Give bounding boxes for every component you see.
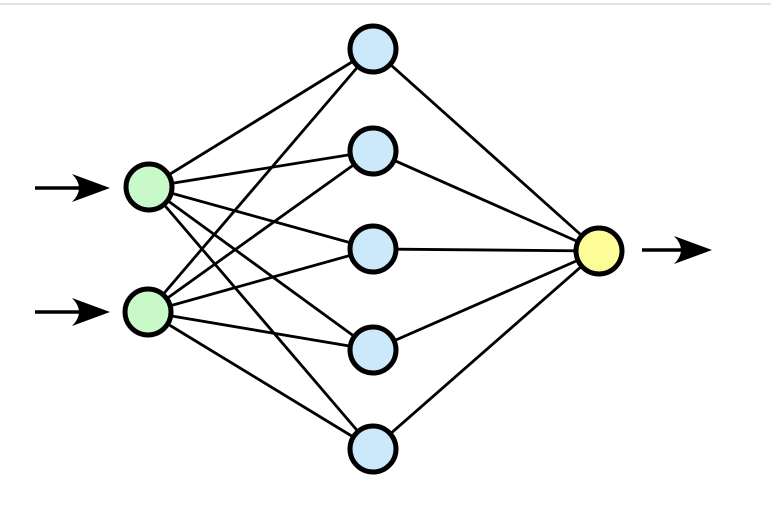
input-arrow-1-head [72,174,110,202]
output-arrow-head [674,236,712,264]
edge-input-2-to-hidden-1 [146,48,375,313]
input-node-1 [123,161,175,213]
edge-input-1-to-hidden-5 [147,186,375,450]
edge-hidden-4-to-output-1 [372,249,600,352]
edge-input-2-to-hidden-3 [147,247,374,314]
hidden-node-2 [347,125,399,177]
edge-hidden-1-to-output-1 [372,47,600,253]
edge-input-1-to-hidden-3 [148,185,374,251]
output-node-1 [573,225,625,277]
edge-hidden-5-to-output-1 [372,249,600,451]
edge-input-2-to-hidden-5 [147,310,374,451]
edge-input-1-to-hidden-1 [148,47,374,189]
edge-input-2-to-hidden-4 [147,310,374,352]
input-arrow-2-head [72,298,110,326]
hidden-node-1 [347,23,399,75]
edge-input-1-to-hidden-4 [148,185,374,352]
edge-hidden-2-to-output-1 [372,149,600,253]
hidden-node-4 [347,324,399,376]
hidden-node-5 [347,423,399,475]
edge-hidden-3-to-output-1 [372,247,600,253]
edge-input-1-to-hidden-2 [148,149,374,189]
edge-input-2-to-hidden-2 [147,149,374,314]
hidden-node-3 [347,223,399,275]
input-node-2 [122,286,174,338]
